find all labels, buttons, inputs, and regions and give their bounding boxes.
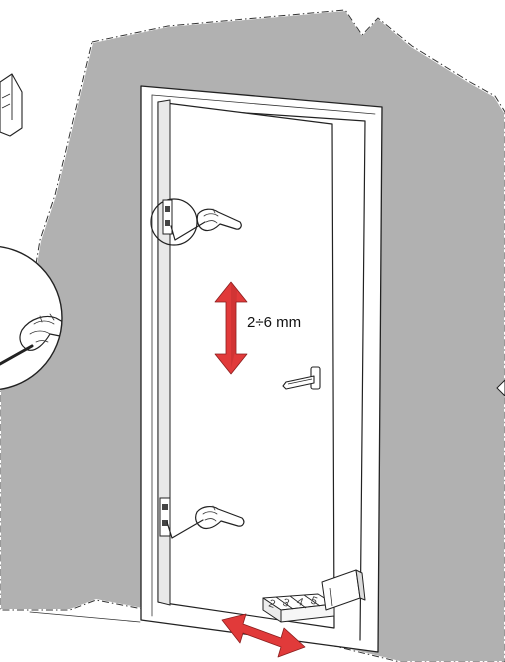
partial-detail-box	[0, 74, 22, 136]
gap-label: 2÷6 mm	[247, 314, 301, 331]
floor-line	[30, 612, 140, 622]
door-leaf	[158, 102, 334, 628]
hinge-icon	[160, 498, 170, 536]
